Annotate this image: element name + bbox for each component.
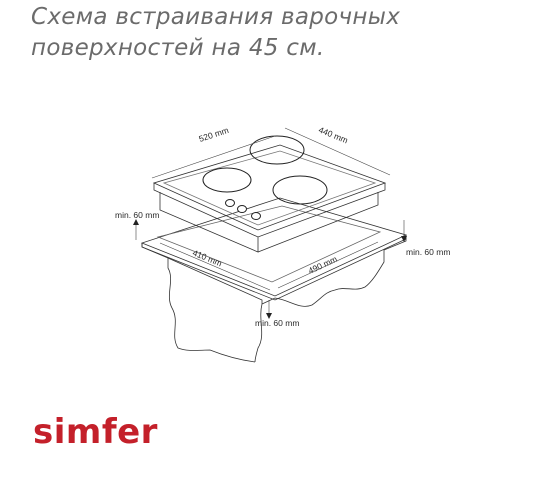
burner-back: [249, 135, 305, 165]
arrow-front: [266, 313, 272, 319]
label-440: 440 mm: [317, 125, 349, 146]
dim-line-440: [284, 127, 391, 176]
knob-1: [225, 199, 235, 207]
hob-edge: [153, 183, 386, 238]
label-410: 410 mm: [191, 248, 223, 269]
label-clearance-front: min. 60 mm: [255, 318, 299, 328]
countertop-right-side: [261, 235, 407, 307]
countertop-left-side: [141, 243, 256, 363]
burner-left: [202, 167, 252, 193]
cutout-opening: [156, 205, 382, 283]
countertop-underside: [254, 303, 263, 363]
countertop-front-edge: [167, 257, 263, 304]
burner-right: [272, 175, 328, 205]
knob-3: [251, 212, 261, 220]
dim-line-490: [277, 241, 379, 289]
brand-logo: simfer: [33, 412, 158, 452]
label-clearance-right: min. 60 mm: [406, 247, 450, 257]
title-line-2: поверхностей на 45 см.: [31, 35, 325, 61]
arrow-left: [133, 219, 139, 225]
hob-inner-frame: [162, 150, 377, 226]
page-title: Схема встраивания варочных поверхностей …: [31, 2, 400, 64]
hob-box-front: [159, 192, 259, 253]
title-line-1: Схема встраивания варочных: [31, 4, 401, 30]
dim-line-410: [159, 242, 271, 291]
label-clearance-left: min. 60 mm: [115, 210, 159, 220]
hob-top: [152, 144, 387, 231]
arrow-right: [401, 236, 407, 242]
countertop-thickness: [141, 235, 407, 301]
knob-2: [237, 205, 247, 213]
label-520: 520 mm: [198, 125, 230, 144]
dim-line-520: [151, 135, 276, 179]
hob-box-side: [257, 192, 379, 253]
